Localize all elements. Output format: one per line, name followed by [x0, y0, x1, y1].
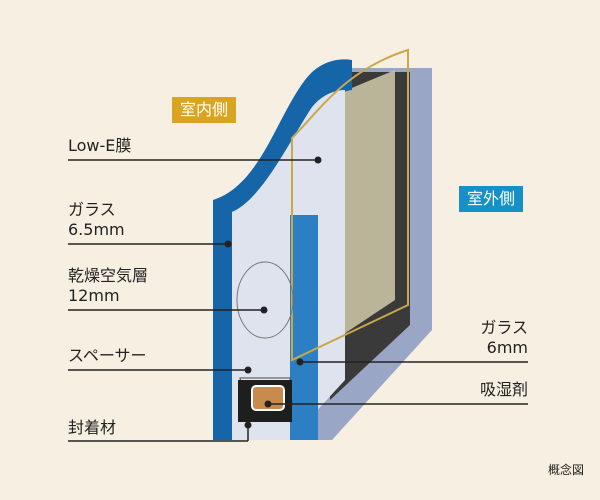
label-glass-out-2: 6mm [486, 338, 528, 357]
label-lowe: Low-E膜 [68, 136, 132, 155]
concept-note: 概念図 [547, 463, 584, 477]
label-spacer: スペーサー [68, 346, 147, 365]
dot-lowe [314, 156, 322, 164]
dot-air [260, 306, 268, 314]
label-air-2: 12mm [68, 286, 120, 305]
label-desiccant: 吸湿剤 [479, 380, 528, 399]
label-glass-in-1: ガラス [68, 200, 116, 219]
lowe-film [291, 48, 409, 362]
dot-spacer [244, 366, 252, 374]
label-air-1: 乾燥空気層 [68, 266, 149, 285]
dot-sealant [244, 421, 252, 429]
label-glass-out-1: ガラス [480, 318, 528, 337]
label-glass-in-2: 6.5mm [68, 220, 125, 239]
dot-glass-in [224, 240, 232, 248]
dot-desiccant [264, 400, 272, 408]
label-sealant: 封着材 [68, 418, 117, 437]
inner-glass-edge [213, 59, 352, 440]
outdoor-badge: 室外側 [459, 186, 524, 212]
inner-glass-right-edge [290, 215, 318, 440]
air-layer-face [335, 70, 395, 340]
indoor-badge: 室内側 [172, 97, 237, 123]
dot-glass-out [296, 358, 304, 366]
air-bubble [236, 261, 294, 339]
